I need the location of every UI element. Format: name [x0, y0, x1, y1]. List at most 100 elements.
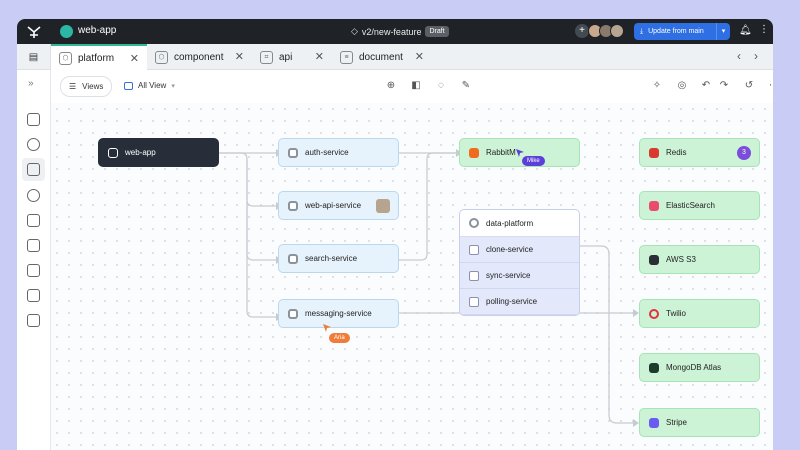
document-icon: ≡ — [340, 50, 353, 64]
views-label: Views — [82, 82, 104, 91]
more-horizontal-icon[interactable]: ⋯ — [767, 79, 773, 93]
service-icon — [288, 200, 298, 211]
all-view-selector[interactable]: All View ▾ — [124, 81, 175, 90]
sidebar-item-component[interactable] — [27, 189, 40, 202]
edge-webapp-webapi — [246, 159, 276, 207]
sidebar-item-document[interactable] — [27, 239, 40, 252]
comment-count-badge[interactable]: 3 — [737, 146, 751, 160]
sidebar-item-code[interactable] — [27, 289, 40, 302]
branch-name: v2/new-feature — [361, 26, 422, 37]
close-icon[interactable]: ✕ — [234, 51, 244, 63]
mongodb-icon — [649, 362, 659, 373]
service-icon — [469, 270, 479, 281]
views-button[interactable]: ☰ Views — [60, 76, 112, 97]
edge-dataplatform-stripe — [579, 245, 636, 424]
node-stripe[interactable]: Stripe — [639, 408, 760, 437]
sidebar-item-edit[interactable] — [27, 264, 40, 277]
toolbar: ☰ Views All View ▾ ⊕ ◧ ◌ ✎ ✧ ◎ ↶ ↷ ↺ ⋯ — [51, 70, 773, 103]
expand-sidebar-icon[interactable]: » — [28, 78, 34, 89]
node-label: messaging-service — [305, 309, 372, 318]
collaborator-avatars: + — [575, 24, 624, 38]
logo-icon[interactable] — [26, 24, 42, 40]
history-icon[interactable]: ↺ — [744, 80, 754, 91]
tab-label: api — [279, 51, 293, 63]
explore-icon[interactable]: ◎ — [677, 80, 687, 91]
avatar[interactable] — [610, 24, 624, 38]
branch-icon: ◇ — [351, 26, 358, 36]
node-web-app[interactable]: web-app — [98, 138, 219, 167]
tab-api[interactable]: ⌗ api ✕ — [252, 44, 332, 70]
redo-icon[interactable]: ↷ — [719, 80, 729, 91]
redis-icon — [649, 147, 659, 158]
node-aws-s3[interactable]: AWS S3 — [639, 245, 760, 274]
sparkle-icon[interactable]: ✧ — [652, 80, 662, 91]
draft-badge: Draft — [425, 26, 449, 37]
api-icon: ⌗ — [260, 50, 273, 64]
branch-selector[interactable]: ◇ v2/new-feature Draft — [347, 23, 453, 40]
service-icon — [288, 147, 298, 158]
chevron-left-icon[interactable]: ‹ — [737, 49, 741, 63]
more-vertical-icon[interactable]: ⋮ — [759, 24, 769, 35]
stripe-icon — [649, 417, 659, 428]
twilio-icon — [649, 308, 659, 319]
node-messaging-service[interactable]: messaging-service — [278, 299, 399, 328]
chevron-down-icon[interactable]: ▾ — [716, 23, 730, 40]
chevron-down-icon: ▾ — [171, 82, 175, 90]
service-icon — [469, 218, 479, 228]
tab-bar: ▤ ⬡ platform ✕ ⬡ component ✕ ⌗ api ✕ ≡ d… — [17, 44, 773, 70]
tab-component[interactable]: ⬡ component ✕ — [147, 44, 252, 70]
app-icon — [60, 25, 73, 38]
bell-icon[interactable]: 🔔︎ — [739, 25, 752, 36]
group-item-sync-service[interactable]: sync-service — [460, 263, 579, 289]
sidebar-item-monitor[interactable] — [27, 138, 40, 151]
node-search-service[interactable]: search-service — [278, 244, 399, 273]
node-data-platform[interactable]: data-platform clone-service sync-service… — [459, 209, 580, 316]
node-label: AWS S3 — [666, 255, 696, 264]
add-collaborator-button[interactable]: + — [575, 24, 589, 38]
sidebar-item-search[interactable] — [27, 113, 40, 126]
update-from-main-button[interactable]: ⤓ Update from main ▾ — [634, 23, 730, 40]
diagram-canvas[interactable]: web-app auth-service web-api-service sea… — [51, 103, 773, 450]
aws-icon — [649, 254, 659, 265]
tab-document[interactable]: ≡ document ✕ — [332, 44, 432, 70]
chevron-right-icon[interactable]: › — [754, 49, 758, 63]
node-label: MongoDB Atlas — [666, 363, 722, 372]
app-title[interactable]: web-app — [78, 25, 117, 36]
close-icon[interactable]: ✕ — [314, 51, 324, 63]
node-redis[interactable]: Redis 3 — [639, 138, 760, 167]
node-elasticsearch[interactable]: ElasticSearch — [639, 191, 760, 220]
edit-icon[interactable]: ✎ — [461, 80, 471, 91]
tab-platform[interactable]: ⬡ platform ✕ — [51, 44, 147, 70]
group-item-label: clone-service — [486, 245, 534, 254]
cursor-pointer-icon — [323, 324, 331, 332]
undo-icon[interactable]: ↶ — [701, 80, 711, 91]
group-item-clone-service[interactable]: clone-service — [460, 237, 579, 263]
tab-label: document — [359, 51, 403, 63]
sidebar-item-platform[interactable] — [27, 163, 40, 176]
group-title: data-platform — [486, 218, 534, 228]
group-item-polling-service[interactable]: polling-service — [460, 289, 579, 315]
tab-label: platform — [78, 52, 115, 64]
node-label: Twilio — [666, 309, 687, 318]
sidebar-item-api[interactable] — [27, 214, 40, 227]
node-label: web-app — [125, 148, 156, 157]
service-icon — [469, 244, 479, 255]
sidebar-item-terminal[interactable] — [27, 314, 40, 327]
close-icon[interactable]: ✕ — [414, 51, 424, 63]
view-icon — [124, 81, 133, 90]
node-label: auth-service — [305, 148, 349, 157]
add-circle-icon[interactable]: ⊕ — [386, 80, 396, 91]
node-label: search-service — [305, 254, 358, 263]
service-icon — [469, 296, 479, 307]
edge-webapp-search — [246, 203, 276, 261]
node-mongodb-atlas[interactable]: MongoDB Atlas — [639, 353, 760, 382]
service-icon — [288, 308, 298, 319]
rabbitmq-icon — [469, 147, 479, 158]
comment-icon[interactable]: ◌ — [438, 80, 444, 91]
node-web-api-service[interactable]: web-api-service — [278, 191, 399, 220]
close-icon[interactable]: ✕ — [129, 53, 139, 65]
panel-icon[interactable]: ◧ — [411, 80, 421, 91]
file-icon[interactable]: ▤ — [17, 44, 51, 70]
node-twilio[interactable]: Twilio — [639, 299, 760, 328]
node-auth-service[interactable]: auth-service — [278, 138, 399, 167]
